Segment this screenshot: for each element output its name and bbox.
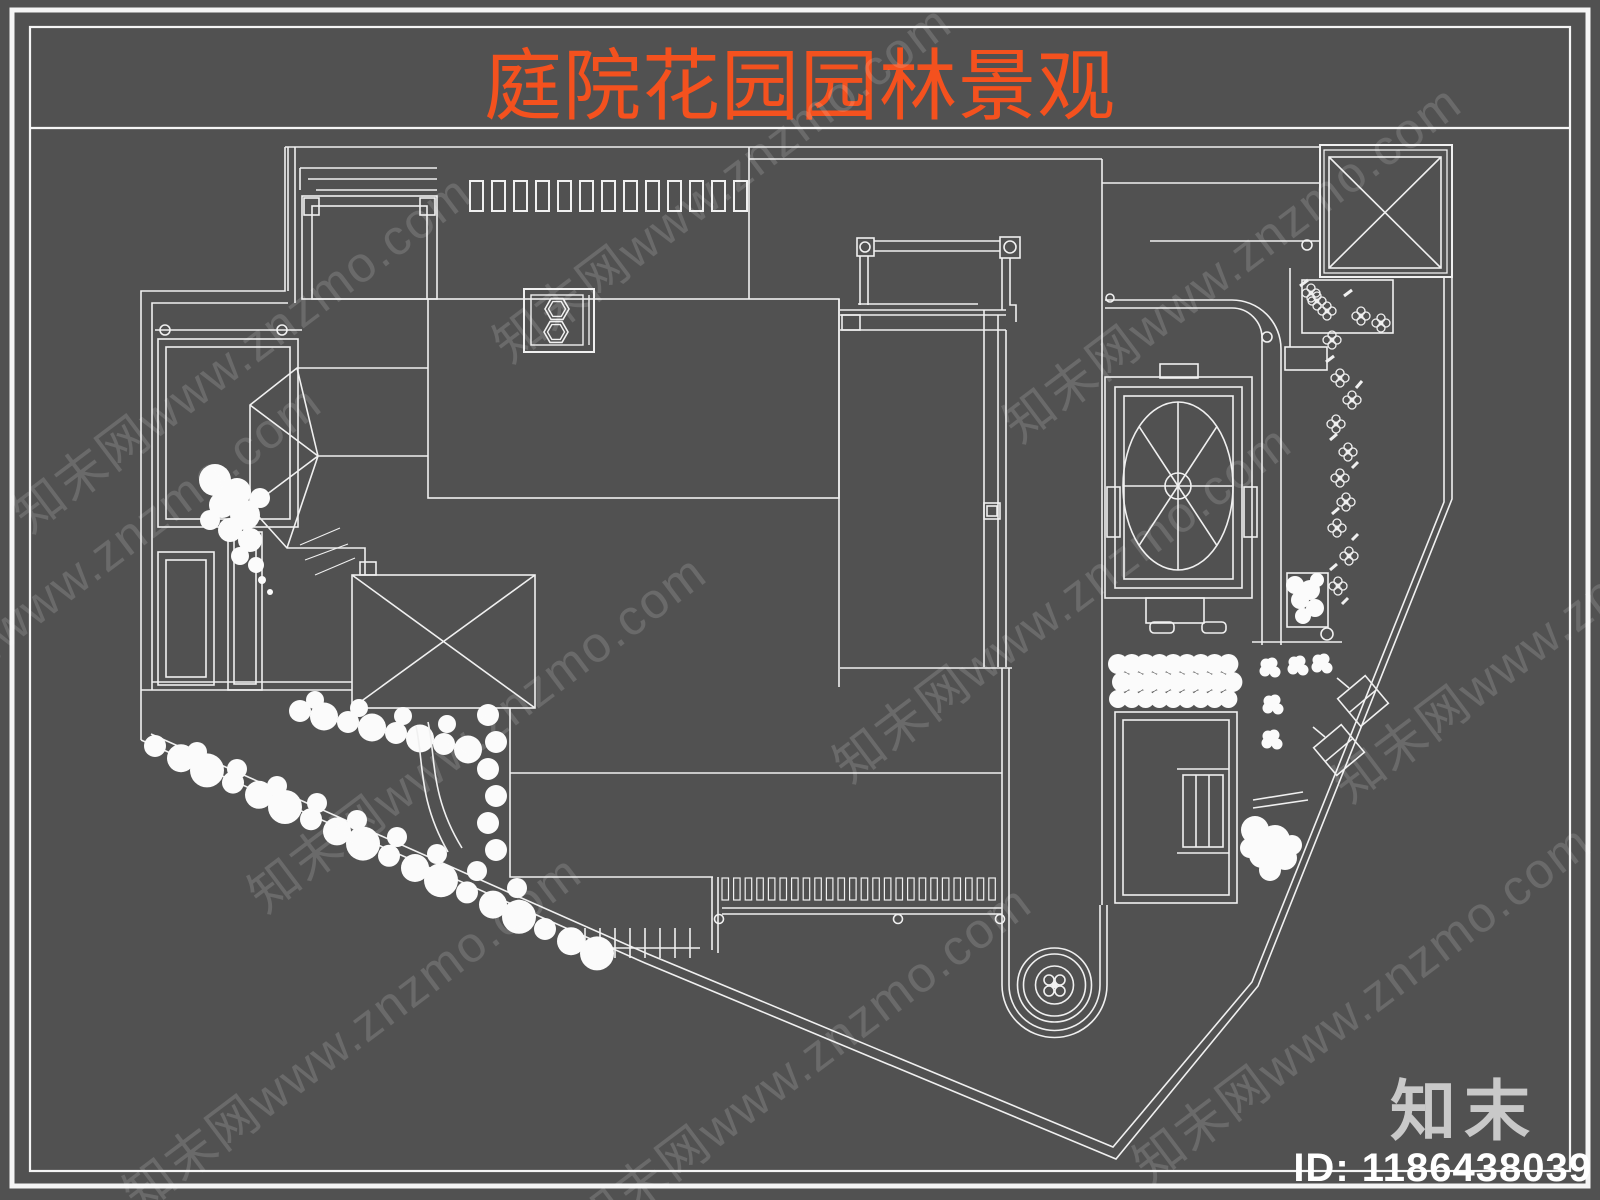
northeast-pavilion-x-roof [1319,144,1453,278]
pergola-trellis [856,236,1021,322]
lower-terrace [509,708,1006,958]
site-boundary [140,146,1453,1160]
east-room [1114,711,1238,904]
spiral-stair-room [1104,293,1258,634]
central-building [249,298,840,575]
fence-row [469,180,748,212]
spiral-stair-treads [1123,402,1233,570]
upper-left-building [287,147,438,303]
bay-roof-ridges [249,367,428,549]
hexagon-feature-box [523,288,595,353]
plan-linework [140,144,1453,1160]
page-title: 庭院花园园林景观 [483,42,1116,130]
lounge-chairs [1312,674,1390,777]
petal-ticks [1299,278,1364,606]
east-building [838,299,1012,687]
bay-roof-outline [249,367,428,575]
deck-planks [721,877,996,901]
vegetation-masses [144,464,1333,971]
planter-box [1286,572,1334,641]
flower-symbols [1301,283,1391,596]
sheet-border [9,7,1591,1189]
asset-id-badge: ID: 1186438039 [1293,1146,1592,1190]
garden-path-curve [415,721,463,853]
twig-marks [299,527,356,576]
brand-logo: 知末 [1390,1074,1538,1148]
curved-path [1102,182,1394,809]
spa-pool [1001,668,1108,1039]
west-pavilion-x-roof [351,561,536,709]
